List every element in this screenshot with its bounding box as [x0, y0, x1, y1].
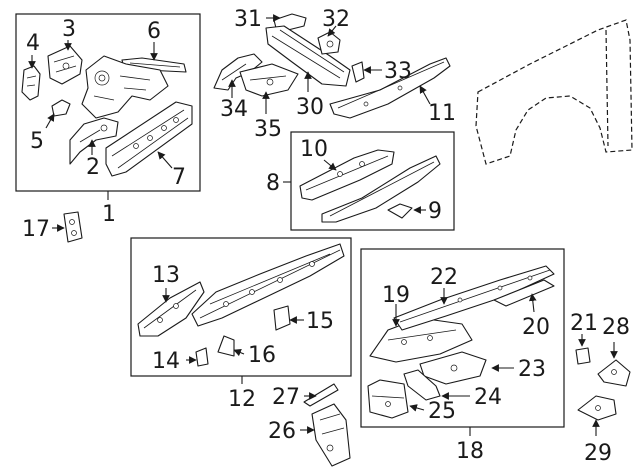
leader-20 [528, 293, 537, 313]
callout-17: 17 [22, 217, 50, 242]
part-30-upper-rail [265, 25, 351, 87]
callout-34: 34 [220, 97, 248, 122]
callout-2: 2 [86, 155, 100, 180]
callout-14: 14 [152, 349, 180, 374]
part-27-strip [303, 383, 339, 407]
part-23-floor-bracket [419, 351, 487, 385]
callout-26: 26 [268, 419, 296, 444]
callout-9: 9 [428, 199, 442, 224]
part-15-bracket [273, 305, 291, 331]
callout-3: 3 [62, 17, 76, 42]
part-22-rocker [393, 265, 555, 331]
part-5-clip [51, 99, 71, 117]
callout-22: 22 [430, 265, 458, 290]
part-17-plate [63, 211, 83, 243]
part-7-frame-rail [105, 101, 193, 177]
part-8-lower-rail [321, 155, 441, 223]
part-26-panel [311, 403, 351, 467]
part-24-brace [403, 369, 441, 401]
callout-24: 24 [474, 385, 502, 410]
callout-18: 18 [456, 439, 484, 464]
callout-12: 12 [228, 387, 256, 412]
callout-35: 35 [254, 117, 282, 142]
callout-21: 21 [570, 311, 598, 336]
leader-10 [323, 159, 337, 171]
callout-28: 28 [602, 315, 630, 340]
callout-19: 19 [382, 283, 410, 308]
part-9-clip [387, 203, 413, 219]
callout-13: 13 [152, 263, 180, 288]
callout-16: 16 [248, 343, 276, 368]
callout-5: 5 [30, 129, 44, 154]
part-20-rocker-lower [493, 279, 555, 307]
callout-6: 6 [147, 19, 161, 44]
callout-23: 23 [518, 357, 546, 382]
part-28-bracket [597, 359, 631, 387]
part-25-box-bracket [367, 379, 409, 419]
leader-11 [419, 85, 431, 105]
callout-15: 15 [306, 309, 334, 334]
part-apron-assembly [81, 55, 169, 119]
callout-33: 33 [384, 59, 412, 84]
leader-16 [233, 348, 245, 357]
leader-32 [327, 25, 337, 37]
callout-29: 29 [584, 441, 612, 466]
group-box-18 [360, 248, 565, 428]
callout-32: 32 [322, 7, 350, 32]
part-11-long-rail [329, 57, 451, 119]
group-box-8 [290, 131, 455, 231]
leader-7 [157, 151, 173, 169]
part-4-bracket [21, 65, 41, 101]
part-16-gusset [217, 335, 235, 357]
callout-7: 7 [172, 165, 186, 190]
part-10-rail [299, 149, 395, 201]
part-12-long-rail [191, 243, 345, 327]
group-box-12 [130, 237, 352, 377]
part-35-upper-panel [239, 63, 299, 97]
callout-8: 8 [266, 171, 280, 196]
part-19-sill-panel [369, 317, 473, 363]
callout-4: 4 [26, 31, 40, 56]
part-3-reinforcement [47, 45, 83, 85]
callout-11: 11 [428, 101, 456, 126]
callout-31: 31 [234, 7, 262, 32]
callout-25: 25 [428, 399, 456, 424]
leader-25 [409, 404, 425, 412]
leader-5 [45, 113, 55, 129]
callout-20: 20 [522, 315, 550, 340]
callout-27: 27 [272, 385, 300, 410]
part-14-clip [195, 347, 209, 367]
callout-1: 1 [102, 202, 116, 227]
part-33-clip [351, 61, 365, 83]
fender-outline [475, 19, 633, 165]
part-13-rail [137, 281, 205, 337]
callout-30: 30 [296, 95, 324, 120]
part-29-mount [577, 395, 617, 421]
part-21-clip [575, 347, 591, 365]
callout-10: 10 [300, 137, 328, 162]
